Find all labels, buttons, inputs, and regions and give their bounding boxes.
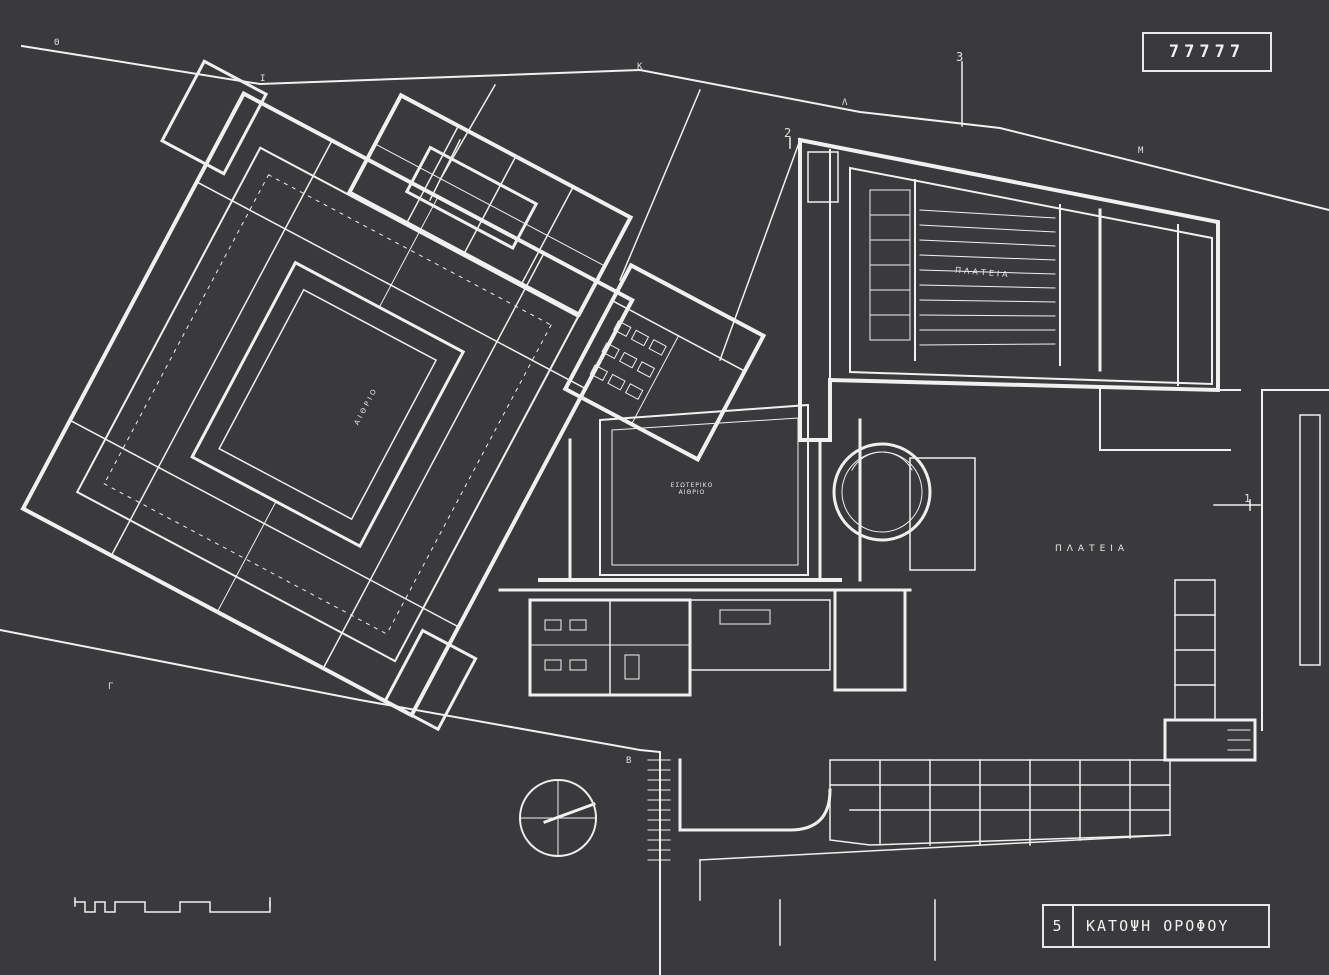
scale-bar bbox=[74, 897, 271, 913]
office-block bbox=[498, 588, 912, 697]
sheet-title: ΚΑΤΟΨΗ ΟΡΟΦΟΥ bbox=[1086, 917, 1230, 935]
north-arrow-icon bbox=[519, 779, 597, 857]
upper-wing bbox=[346, 92, 634, 318]
grid-label-k: Κ bbox=[637, 62, 643, 72]
site-boundary bbox=[0, 44, 1329, 975]
grid-label-2: 2 bbox=[784, 126, 792, 140]
grid-axes bbox=[779, 61, 1261, 961]
stairs bbox=[647, 729, 1251, 861]
parcel-lines bbox=[428, 83, 801, 361]
round-hall bbox=[832, 442, 976, 571]
theatre-block bbox=[798, 137, 1231, 451]
class-block bbox=[562, 262, 767, 463]
room-label-inner-atrium: ΕΣΩΤΕΡΙΚΟ ΑΙΘΡΙΟ bbox=[670, 482, 714, 496]
grid-label-1: 1 bbox=[1244, 492, 1251, 505]
terrace-grid bbox=[678, 758, 1171, 901]
inner-atrium-block bbox=[538, 403, 862, 582]
grid-label-b: Β bbox=[626, 756, 632, 766]
sheet-number: 5 bbox=[1044, 906, 1074, 946]
plaza-stalls bbox=[1163, 389, 1321, 762]
room-label-plateia-square: ΠΛΑΤΕΙΑ bbox=[1055, 544, 1130, 554]
grid-label-i: Ι bbox=[260, 74, 266, 84]
grid-label-gamma: Γ bbox=[108, 682, 114, 692]
grid-label-m: Μ bbox=[1138, 146, 1144, 156]
left-wing bbox=[20, 59, 635, 732]
sheet-code-box: 77777 bbox=[1142, 32, 1272, 72]
grid-label-l: Λ bbox=[842, 98, 848, 108]
grid-label-theta: Θ bbox=[54, 38, 60, 48]
grid-label-3: 3 bbox=[956, 50, 964, 64]
sheet-title-box: 5 ΚΑΤΟΨΗ ΟΡΟΦΟΥ bbox=[1042, 904, 1270, 948]
sheet-code: 77777 bbox=[1168, 42, 1246, 62]
